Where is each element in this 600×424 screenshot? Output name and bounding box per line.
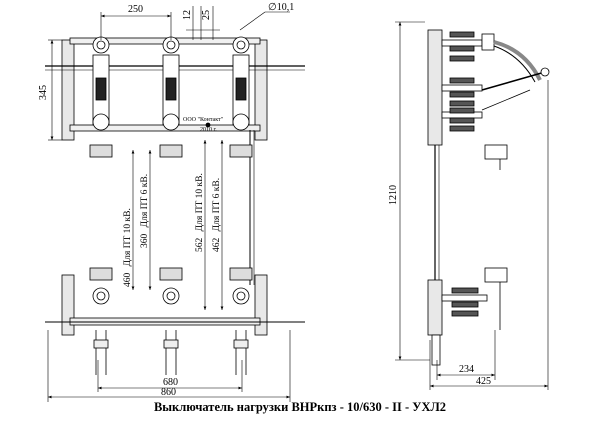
note-460: Для ПТ 10 кВ. [123,208,133,266]
note-462: Для ПТ 6 кВ. [212,178,222,231]
note-360: Для ПТ 6 кВ. [140,174,150,227]
side-insulator-middle [441,77,483,107]
right-mounting-plate-top [254,39,268,141]
left-mounting-plate-bottom [61,274,75,336]
side-mounting-plate-top [427,29,443,146]
side-mounting-plate-bottom [427,279,443,336]
dim-860: 860 [161,387,176,398]
dim-25: 25 [201,10,212,20]
svg-text:360 Для ПТ 6 кВ.: 360 Для ПТ 6 кВ. [140,174,150,248]
side-insulator-lower [441,107,483,132]
dim-460: 460 [123,273,133,288]
phase-2 [159,36,183,375]
svg-text:462 Для ПТ 6 кВ.: 462 Для ПТ 6 кВ. [212,178,222,252]
phase-3 [229,36,253,375]
dim-pitch: 250 [128,4,143,15]
plate-year: 2010 г. [200,127,217,133]
side-insulator-upper [441,31,495,62]
drawing-caption: Выключатель нагрузки ВНРкпз - 10/630 - I… [153,400,447,414]
side-dimension-lines [395,21,549,390]
dim-360: 360 [140,234,150,249]
svg-text:562 Для ПТ 10 кВ.: 562 Для ПТ 10 кВ. [195,173,205,252]
side-insulator-bottom [441,287,488,317]
front-dimension-lines [47,6,291,402]
dim-680: 680 [163,377,178,388]
nameplate-dot [205,122,211,128]
right-mounting-plate-bottom [254,274,268,336]
label-360: 360 Для ПТ 6 кВ. [140,174,150,248]
side-switch-blade [493,40,542,81]
note-562: Для ПТ 10 кВ. [195,173,205,231]
dim-1210: 1210 [388,185,399,205]
front-view [45,36,305,375]
left-mounting-plate-top [61,39,75,141]
dim-462: 462 [212,238,222,253]
dim-12: 12 [182,10,193,20]
dim-234: 234 [459,364,474,375]
dim-hole: ∅10,1 [268,2,294,13]
label-460: 460 Для ПТ 10 кВ. [123,208,133,287]
label-462: 462 Для ПТ 6 кВ. [212,178,222,252]
dim-562: 562 [195,238,205,253]
svg-text:460 Для ПТ 10 кВ.: 460 Для ПТ 10 кВ. [123,208,133,287]
label-562: 562 Для ПТ 10 кВ. [195,173,205,252]
side-view [427,29,550,366]
phase-1 [89,36,113,375]
dim-425: 425 [476,376,491,387]
dim-345: 345 [38,85,49,100]
plate-maker: ООО "Контакт" [183,117,224,123]
